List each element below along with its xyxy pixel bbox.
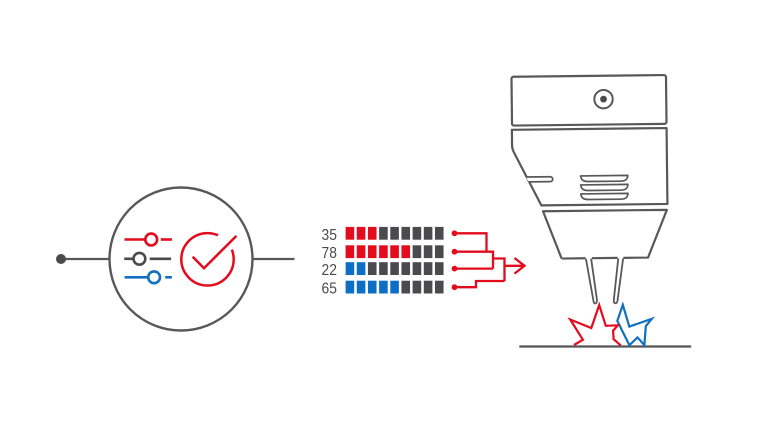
svg-text:65: 65 [322, 281, 337, 298]
svg-text:22: 22 [322, 262, 337, 279]
svg-text:35: 35 [322, 227, 337, 244]
svg-text:78: 78 [322, 245, 337, 262]
